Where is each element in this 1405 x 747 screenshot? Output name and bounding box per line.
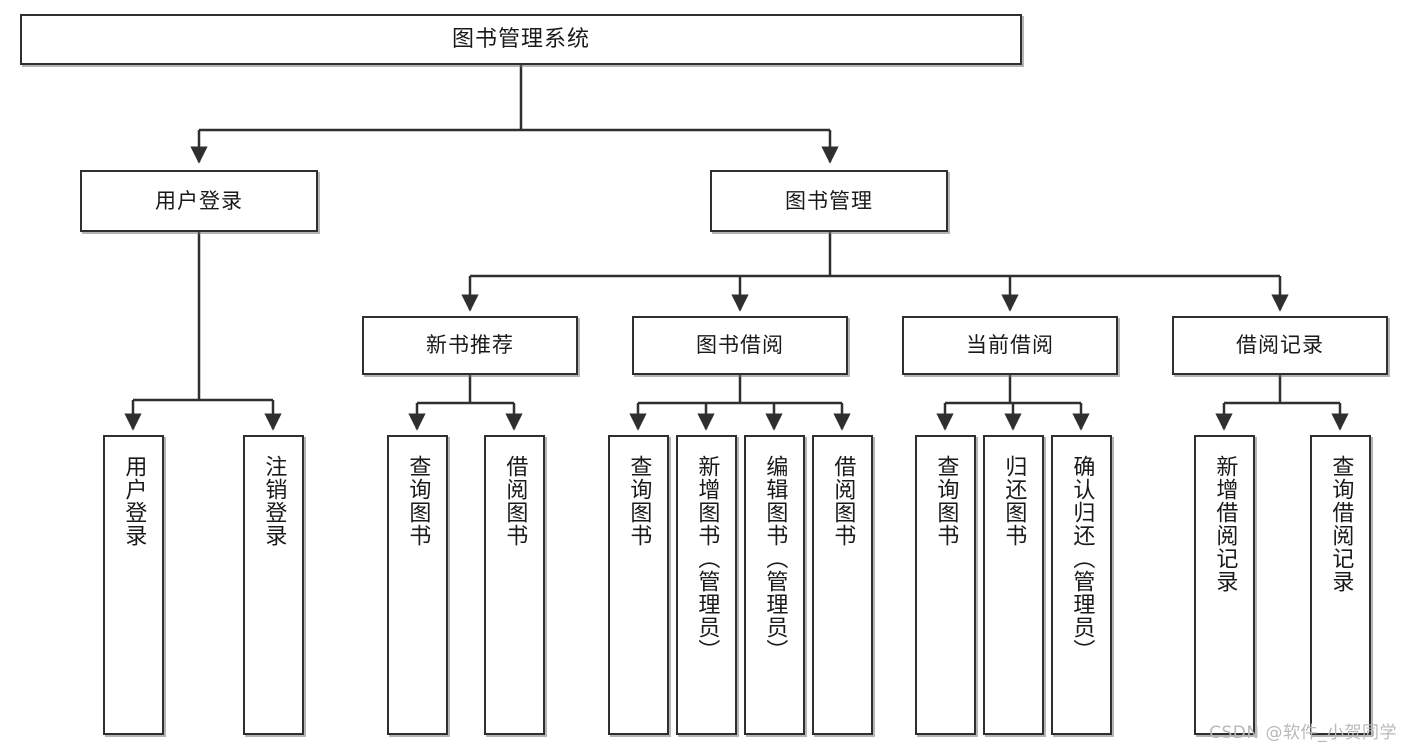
leaf-return-book-label: 归还图书 [1001, 455, 1027, 547]
leaf-borrow-book-1-label: 借阅图书 [502, 455, 528, 547]
leaf-borrow-book-2-label: 借阅图书 [830, 455, 856, 547]
node-root-label: 图书管理系统 [451, 26, 590, 52]
leaf-query-book-3[interactable]: 查询图书 [915, 435, 976, 735]
leaf-user-login[interactable]: 用户登录 [103, 435, 164, 735]
node-user-login-label: 用户登录 [155, 188, 243, 213]
leaf-confirm-return-label: 确认归还（管理员） [1069, 455, 1095, 662]
leaf-query-record-label: 查询借阅记录 [1328, 455, 1354, 593]
node-borrow-record-label: 借阅记录 [1236, 333, 1324, 357]
leaf-query-book-3-label: 查询图书 [933, 455, 959, 547]
leaf-return-book[interactable]: 归还图书 [983, 435, 1044, 735]
leaf-user-login-label: 用户登录 [121, 455, 147, 547]
node-new-book-rec[interactable]: 新书推荐 [362, 316, 578, 375]
node-user-login[interactable]: 用户登录 [80, 170, 318, 232]
leaf-user-logout-label: 注销登录 [261, 455, 287, 547]
node-new-book-rec-label: 新书推荐 [426, 333, 514, 357]
csdn-watermark: CSDN @软件_小贺同学 [1209, 723, 1397, 743]
leaf-query-book-2[interactable]: 查询图书 [608, 435, 669, 735]
leaf-edit-book-label: 编辑图书（管理员） [762, 455, 788, 662]
node-borrow-record[interactable]: 借阅记录 [1172, 316, 1388, 375]
node-book-manage-label: 图书管理 [785, 188, 873, 213]
node-book-borrow-label: 图书借阅 [696, 333, 784, 357]
leaf-edit-book[interactable]: 编辑图书（管理员） [744, 435, 805, 735]
leaf-add-record-label: 新增借阅记录 [1212, 455, 1238, 593]
leaf-add-book-label: 新增图书（管理员） [694, 455, 720, 662]
node-book-manage[interactable]: 图书管理 [710, 170, 948, 232]
leaf-user-logout[interactable]: 注销登录 [243, 435, 304, 735]
leaf-query-book-1[interactable]: 查询图书 [387, 435, 448, 735]
node-current-borrow-label: 当前借阅 [966, 333, 1054, 357]
leaf-borrow-book-2[interactable]: 借阅图书 [812, 435, 873, 735]
node-current-borrow[interactable]: 当前借阅 [902, 316, 1118, 375]
leaf-query-book-2-label: 查询图书 [626, 455, 652, 547]
leaf-borrow-book-1[interactable]: 借阅图书 [484, 435, 545, 735]
leaf-add-book[interactable]: 新增图书（管理员） [676, 435, 737, 735]
leaf-query-record[interactable]: 查询借阅记录 [1310, 435, 1371, 735]
node-root[interactable]: 图书管理系统 [20, 14, 1022, 65]
leaf-confirm-return[interactable]: 确认归还（管理员） [1051, 435, 1112, 735]
leaf-query-book-1-label: 查询图书 [405, 455, 431, 547]
leaf-add-record[interactable]: 新增借阅记录 [1194, 435, 1255, 735]
node-book-borrow[interactable]: 图书借阅 [632, 316, 848, 375]
